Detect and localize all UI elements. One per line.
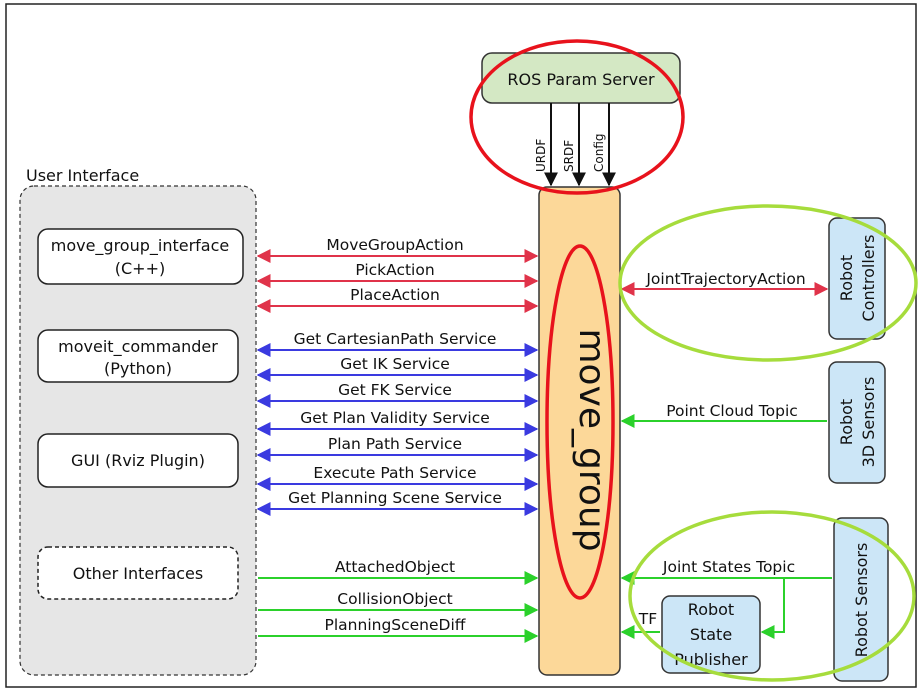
service-label: Get IK Service bbox=[340, 355, 450, 373]
service-label: Get Planning Scene Service bbox=[288, 489, 502, 507]
param-urdf: URDF bbox=[534, 139, 548, 172]
action-label: MoveGroupAction bbox=[326, 236, 463, 254]
ui-box-moveit-commander: moveit_commander (Python) bbox=[37, 329, 239, 383]
svg-text:Controllers: Controllers bbox=[859, 234, 878, 321]
svg-text:(Python): (Python) bbox=[104, 359, 172, 378]
svg-text:Robot: Robot bbox=[837, 255, 856, 301]
service-label: Get FK Service bbox=[338, 381, 452, 399]
highlight-param-server bbox=[469, 39, 685, 195]
move-group-node: move_group bbox=[538, 186, 621, 676]
svg-text:GUI (Rviz Plugin): GUI (Rviz Plugin) bbox=[71, 451, 205, 470]
svg-text:Robot Sensors: Robot Sensors bbox=[852, 543, 871, 658]
svg-text:Publisher: Publisher bbox=[674, 650, 748, 669]
topic-label: PlanningSceneDiff bbox=[325, 616, 466, 634]
param-srdf: SRDF bbox=[562, 140, 576, 172]
param-arrows: URDF SRDF Config bbox=[534, 103, 616, 187]
move-group-label: move_group bbox=[571, 328, 612, 551]
highlight-move-group bbox=[545, 244, 615, 600]
robot-sensors: Robot Sensors bbox=[833, 517, 889, 682]
service-label: Get Plan Validity Service bbox=[300, 409, 490, 427]
user-interface-title: User Interface bbox=[26, 166, 139, 185]
joint-trajectory-label: JointTrajectoryAction bbox=[645, 270, 805, 288]
param-config: Config bbox=[592, 133, 606, 172]
svg-text:Robot: Robot bbox=[837, 399, 856, 445]
service-label: Get CartesianPath Service bbox=[294, 330, 497, 348]
service-label: Plan Path Service bbox=[328, 435, 462, 453]
param-server: ROS Param Server bbox=[481, 52, 681, 104]
left-connections: MoveGroupActionPickActionPlaceActionGet … bbox=[256, 236, 539, 643]
svg-text:Robot: Robot bbox=[688, 600, 734, 619]
point-cloud-label: Point Cloud Topic bbox=[666, 402, 798, 420]
robot-3d-sensors: Robot 3D Sensors bbox=[828, 361, 886, 484]
robot-state-publisher: Robot State Publisher bbox=[661, 595, 761, 674]
joint-states-branch bbox=[760, 578, 785, 639]
svg-text:move_group_interface: move_group_interface bbox=[51, 236, 230, 256]
param-server-title: ROS Param Server bbox=[507, 70, 655, 89]
action-label: PickAction bbox=[355, 261, 434, 279]
joint-states-label: Joint States Topic bbox=[662, 558, 795, 576]
svg-text:(C++): (C++) bbox=[115, 259, 165, 278]
robot-controllers: Robot Controllers bbox=[828, 217, 886, 340]
highlights bbox=[469, 39, 918, 682]
svg-text:State: State bbox=[690, 625, 732, 644]
topic-label: CollisionObject bbox=[337, 590, 452, 608]
service-label: Execute Path Service bbox=[313, 464, 476, 482]
svg-text:Other Interfaces: Other Interfaces bbox=[73, 564, 203, 583]
svg-text:3D Sensors: 3D Sensors bbox=[859, 377, 878, 468]
tf-label: TF bbox=[638, 610, 657, 628]
action-label: PlaceAction bbox=[350, 286, 440, 304]
topic-label: AttachedObject bbox=[335, 558, 455, 576]
right-connections: JointTrajectoryAction Point Cloud Topic … bbox=[620, 270, 832, 639]
ui-box-move-group-interface: move_group_interface (C++) bbox=[37, 228, 244, 285]
ui-box-other-interfaces: Other Interfaces bbox=[37, 546, 239, 600]
highlight-controllers bbox=[618, 204, 918, 362]
ui-box-gui-rviz: GUI (Rviz Plugin) bbox=[37, 433, 239, 488]
highlight-sensors bbox=[628, 510, 916, 682]
svg-text:moveit_commander: moveit_commander bbox=[58, 337, 218, 357]
